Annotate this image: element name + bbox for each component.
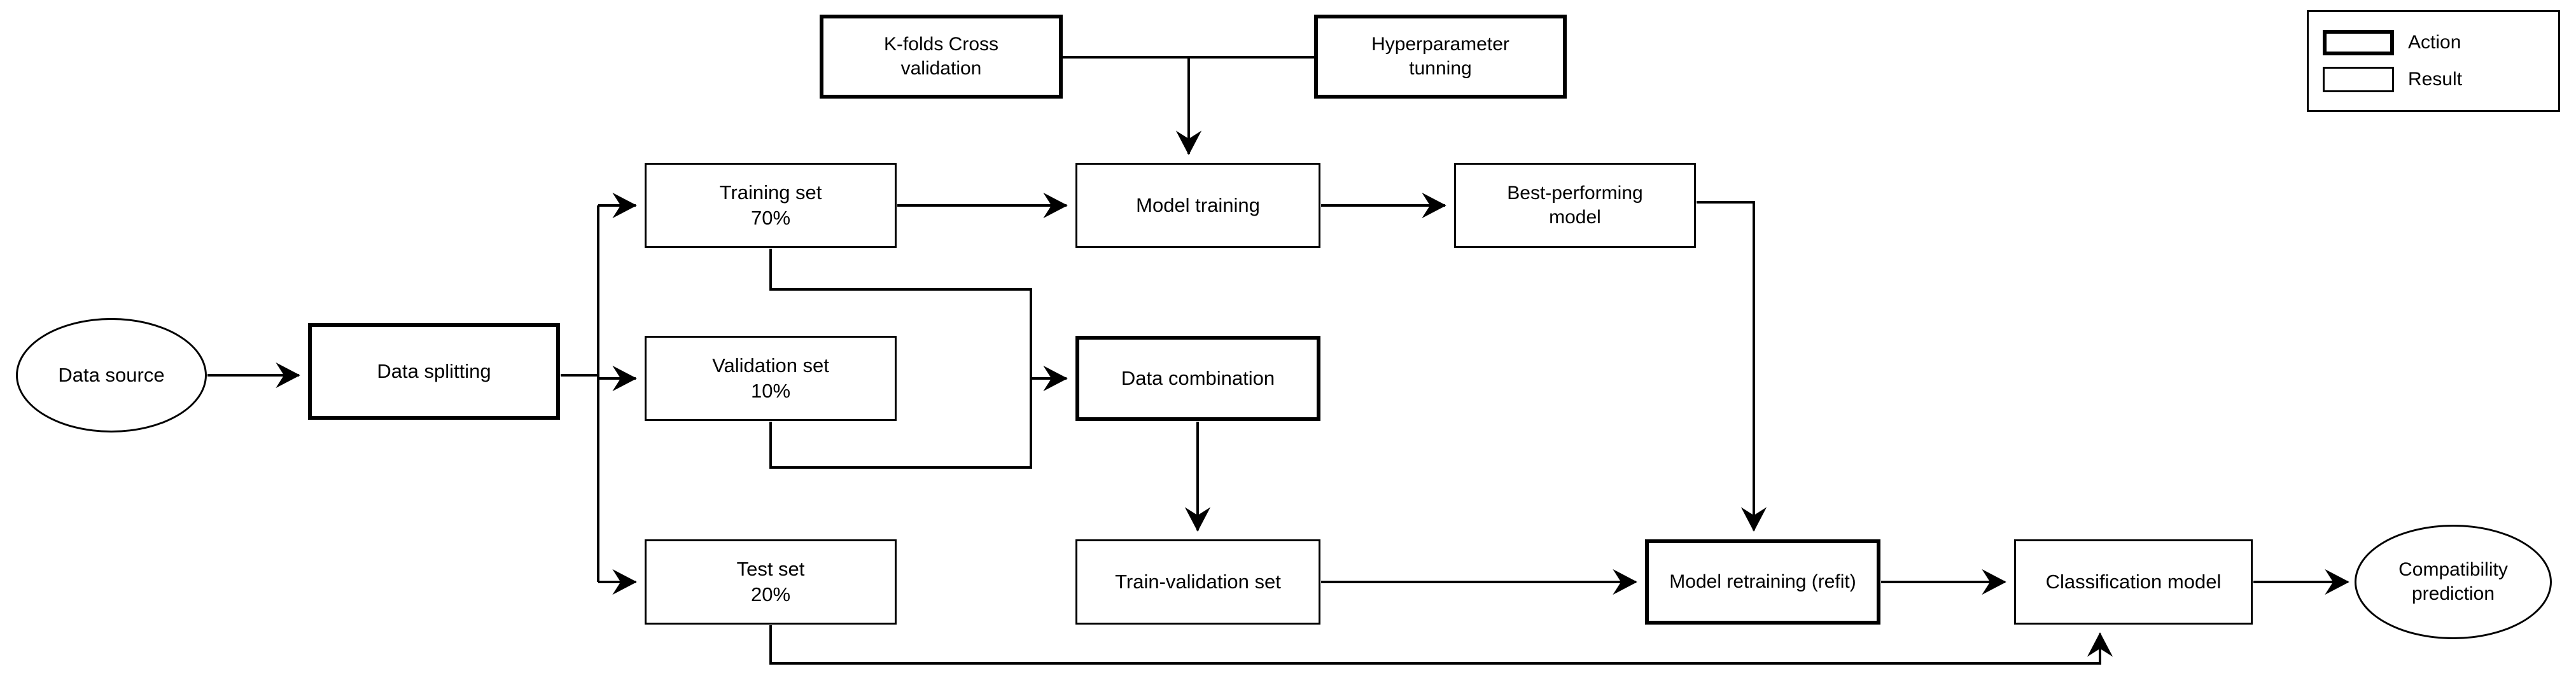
node-data-combination-label: Data combination xyxy=(1121,367,1275,390)
legend-swatch-result-icon xyxy=(2323,67,2394,92)
node-data-splitting-label: Data splitting xyxy=(377,360,491,383)
node-classification-model[interactable]: Classification model xyxy=(2014,539,2253,625)
node-train-validation-set[interactable]: Train-validation set xyxy=(1075,539,1320,625)
node-data-splitting[interactable]: Data splitting xyxy=(308,323,560,420)
edge-test-to-classifier-feedback xyxy=(769,625,2113,665)
node-model-retraining-refit[interactable]: Model retraining (refit) xyxy=(1645,539,1880,625)
node-data-combination[interactable]: Data combination xyxy=(1075,336,1320,421)
node-data-source[interactable]: Data source xyxy=(16,318,207,432)
edge-validation-to-combination xyxy=(769,378,1032,469)
legend-label-result: Result xyxy=(2408,69,2463,90)
node-train-validation-set-label: Train-validation set xyxy=(1115,571,1281,593)
legend-item-result: Result xyxy=(2323,67,2544,92)
legend-label-action: Action xyxy=(2408,32,2461,53)
legend-swatch-action-icon xyxy=(2323,30,2394,55)
node-model-training-label: Model training xyxy=(1136,194,1260,217)
legend-item-action: Action xyxy=(2323,30,2544,55)
edge-best-to-retraining xyxy=(1697,201,1767,532)
node-data-source-label: Data source xyxy=(58,364,165,387)
node-classification-model-label: Classification model xyxy=(2045,571,2222,593)
node-model-training[interactable]: Model training xyxy=(1075,163,1320,248)
legend-panel: Action Result xyxy=(2307,10,2560,112)
edge-training-to-combination xyxy=(769,249,1068,392)
node-model-retraining-refit-label: Model retraining (refit) xyxy=(1669,571,1856,592)
